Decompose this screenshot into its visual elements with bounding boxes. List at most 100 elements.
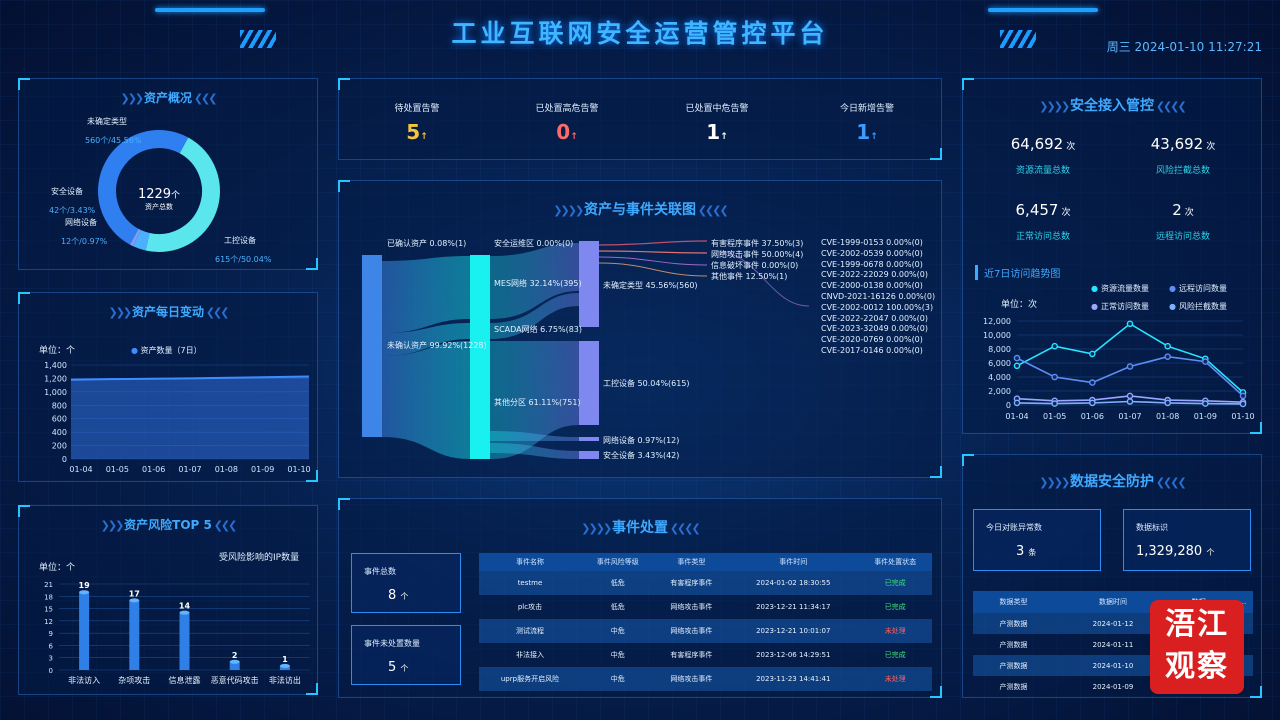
trend-legend-item: ●远程访问数量: [1169, 283, 1227, 294]
trend-point: [1164, 353, 1171, 361]
y-tick-label: 6: [49, 642, 54, 650]
x-tick-label: 01-05: [106, 465, 129, 474]
trend-point: [1126, 398, 1134, 405]
data-tag-value: 1,329,280 个: [1136, 544, 1215, 559]
sankey-node: [579, 437, 599, 441]
sankey-link: [490, 243, 579, 319]
alert-stat-value: 1↑: [797, 120, 937, 144]
asset-daily-legend: ● 资产数量（7日）: [131, 346, 202, 355]
up-arrow-icon: ↑: [570, 132, 578, 142]
table-cell: 有害程序事件: [670, 651, 713, 659]
asset-total-value: 1229: [137, 187, 172, 202]
risk-bar-top: [79, 590, 90, 595]
sankey-cve-label: CVE-2022-22047 0.00%(0): [821, 313, 928, 323]
y-tick-label: 4,000: [988, 373, 1011, 382]
sankey-cve-label: CNVD-2021-16126 0.00%(0): [821, 292, 936, 301]
sankey-event-label: 信息破坏事件 0.00%(0): [711, 261, 799, 270]
trend-line: [1016, 322, 1244, 393]
events-panel: ❯❯❯❯ 事件处置 ❮❮❮❮ 事件总数 8 个 事件未处置数量 5 个 事件名称…: [338, 498, 942, 698]
table-cell: 产测数据: [999, 640, 1028, 649]
x-tick-label: 01-07: [178, 465, 201, 474]
sankey-cve-label: CVE-2002-0539 0.00%(0): [821, 248, 923, 258]
events-unhandled-value: 5 个: [388, 660, 409, 675]
sankey-link: [490, 293, 579, 339]
asset-total-label: 资产总数: [145, 203, 173, 211]
table-cell: 低危: [610, 603, 625, 611]
sankey-link: [382, 323, 470, 356]
trend-point: [1239, 400, 1247, 408]
alert-value-number: 5: [406, 120, 421, 144]
y-tick-label: 400: [52, 428, 67, 437]
x-tick-label: 01-07: [1118, 412, 1141, 421]
access-value-number: 6,457: [1015, 201, 1059, 219]
events-total-value: 8 个: [388, 588, 409, 603]
table-cell: 测试流程: [479, 619, 581, 643]
risk-bar: [129, 600, 140, 670]
sankey-link: [490, 431, 579, 441]
trend-point: [1164, 342, 1171, 350]
table-cell: 中危: [580, 667, 655, 691]
risk-bar: [279, 665, 290, 670]
legend-dot-icon: ●: [131, 346, 138, 355]
alert-value-number: 0: [556, 120, 571, 144]
reconcile-box: 今日对账异常数 3 条: [973, 509, 1101, 571]
alert-stat-label: 今日新增告警: [839, 104, 894, 114]
watermark-logo: 浯江观察: [1150, 600, 1244, 694]
seg-undetermined-detail: 560个/45.56%: [85, 136, 142, 145]
asset-overview-panel: ❯❯❯ 资产概况 ❮❮❮ 1229个 资产总数 未确定类型 560个/45.56…: [18, 78, 318, 270]
sankey-label: 其他分区 61.11%(751): [494, 398, 581, 407]
asset-daily-title: ❯❯❯ 资产每日变动 ❮❮❮: [108, 305, 230, 319]
sankey-label: MES网络 32.14%(395): [494, 279, 582, 288]
y-tick-label: 1,400: [44, 361, 67, 370]
alert-stat-label: 已处置高危告警: [535, 104, 599, 114]
seg-ics-detail: 615个/50.04%: [215, 255, 272, 264]
access-stat-label: 正常访问总数: [1015, 232, 1070, 242]
sankey-cve-label: CVE-2017-0146 0.00%(0): [821, 346, 923, 355]
sankey-cve-label: CVE-2000-0138 0.00%(0): [821, 281, 923, 291]
legend-label: 远程访问数量: [1178, 284, 1227, 293]
x-category-label: 杂项攻击: [118, 675, 150, 685]
access-stat-label: 资源流量总数: [1015, 166, 1070, 176]
access-value-number: 64,692: [1010, 135, 1064, 153]
x-tick-label: 01-10: [1231, 412, 1254, 421]
legend-label: 风险拦截数量: [1178, 302, 1227, 311]
sankey-label: 网络设备 0.97%(12): [603, 436, 680, 445]
table-cell: 2024-01-11: [1092, 640, 1134, 649]
x-category-label: 信息泄露: [169, 675, 201, 685]
legend-dot-icon: ●: [1169, 284, 1176, 293]
table-header: 事件类型: [654, 553, 729, 571]
area-line: [70, 375, 310, 381]
access-value-unit: 次: [1061, 208, 1071, 218]
y-tick-label: 18: [44, 593, 53, 601]
sankey-cve-label: CVE-2023-32049 0.00%(0): [821, 324, 928, 334]
data-protection-title: ❯❯❯❯ 数据安全防护 ❮❮❮❮: [1039, 474, 1186, 490]
seg-security-name: 安全设备: [51, 187, 83, 196]
y-tick-label: 200: [52, 442, 67, 451]
table-cell: 产测数据: [999, 619, 1028, 628]
seg-network-detail: 12个/0.97%: [61, 237, 108, 246]
sankey-link: [382, 341, 470, 459]
sankey-cve-label: CVE-2020-0769 0.00%(0): [821, 335, 923, 345]
alert-stat-value: 5↑: [347, 120, 487, 144]
trend-point: [1126, 320, 1134, 328]
y-tick-label: 15: [44, 606, 53, 614]
trend-point: [1164, 399, 1171, 407]
table-cell: 2024-01-02 18:30:55: [728, 571, 859, 595]
y-tick-label: 10,000: [983, 331, 1011, 340]
alert-stat-label: 待处置告警: [394, 104, 440, 114]
table-cell: 2024-01-12: [1092, 619, 1134, 628]
legend-dot-icon: ●: [1091, 284, 1098, 293]
table-cell: 产测数据: [999, 661, 1028, 670]
bar-value-label: 19: [79, 581, 91, 590]
